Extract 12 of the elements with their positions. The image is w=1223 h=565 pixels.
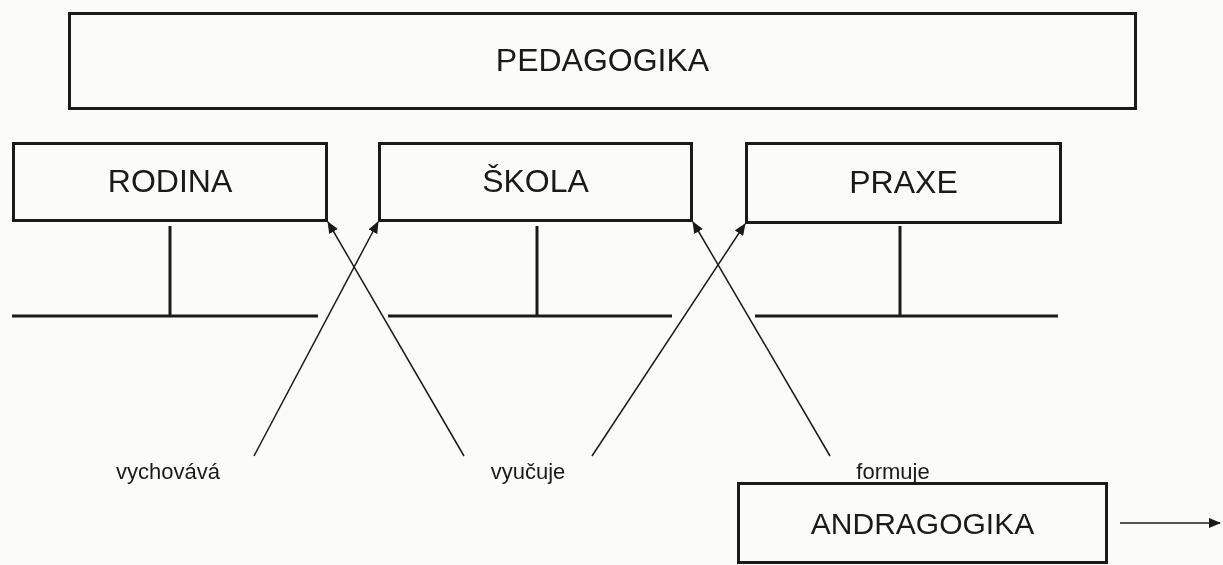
relation-label: vychovává [82, 456, 254, 488]
arrow [253, 221, 379, 457]
concept-box: ŠKOLA [378, 142, 693, 222]
concept-box: ANDRAGOGIKA [737, 482, 1108, 564]
arrow [692, 221, 831, 457]
concept-box: PEDAGOGIKA [68, 12, 1137, 110]
relation-label: vyučuje [464, 456, 592, 488]
arrow [591, 223, 746, 457]
arrow [327, 221, 465, 457]
concept-box: RODINA [12, 142, 328, 222]
arrow [1119, 518, 1221, 528]
concept-box: PRAXE [745, 142, 1062, 224]
